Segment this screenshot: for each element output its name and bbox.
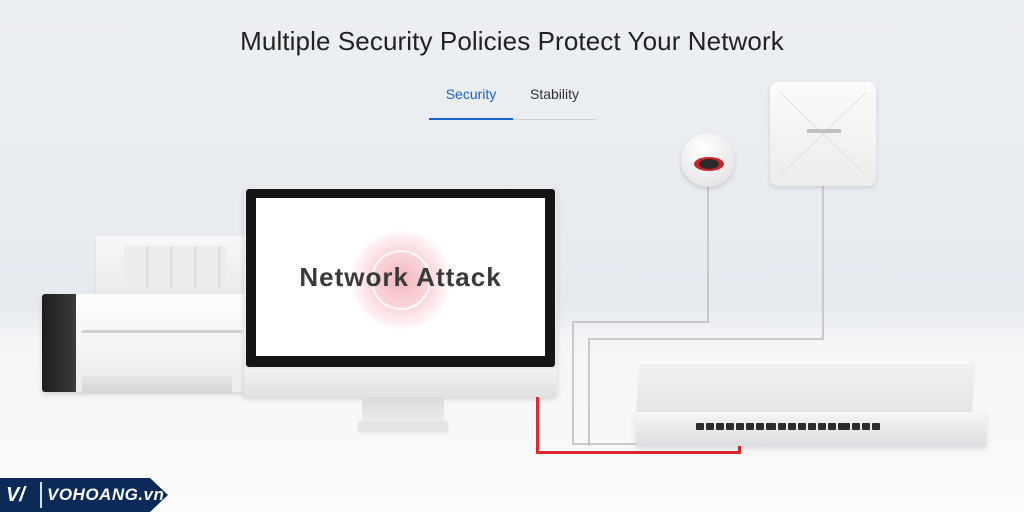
active-tab-indicator (429, 118, 513, 120)
printer (42, 236, 252, 394)
monitor-stand-neck (362, 397, 444, 423)
attack-warning-icon (351, 230, 451, 330)
tab-security[interactable]: Security (429, 84, 513, 120)
security-camera (681, 133, 735, 187)
camera-cable (707, 185, 709, 323)
ap-cable-horizontal (588, 338, 824, 340)
wireless-access-point (770, 82, 876, 186)
tab-bar: Security Stability (429, 84, 596, 120)
brand-mark-icon: V/ (6, 484, 25, 506)
tab-stability-label: Stability (529, 86, 580, 102)
brand-name: VOHOANG.vn (47, 485, 165, 504)
attack-cable-vertical (536, 397, 539, 453)
monitor: Network Attack (244, 187, 557, 397)
network-switch (636, 364, 986, 448)
switch-front-panel (636, 412, 986, 446)
page-title: Multiple Security Policies Protect Your … (240, 26, 784, 56)
ap-cable (822, 184, 824, 340)
switch-cable-a (572, 321, 574, 443)
camera-cable-horizontal (572, 321, 709, 323)
monitor-screen: Network Attack (256, 198, 545, 356)
printer-body (42, 294, 252, 392)
monitor-stand-base (358, 421, 448, 431)
tab-stability[interactable]: Stability (513, 84, 596, 118)
attack-cable-horizontal (536, 451, 740, 454)
network-attack-label: Network Attack (299, 262, 502, 292)
brand-logo[interactable]: V/ VOHOANG.vn (0, 478, 168, 512)
printer-tray (82, 376, 232, 394)
switch-cable-b (588, 338, 590, 446)
tab-security-label: Security (445, 86, 497, 102)
printer-paper-feed (96, 236, 246, 300)
